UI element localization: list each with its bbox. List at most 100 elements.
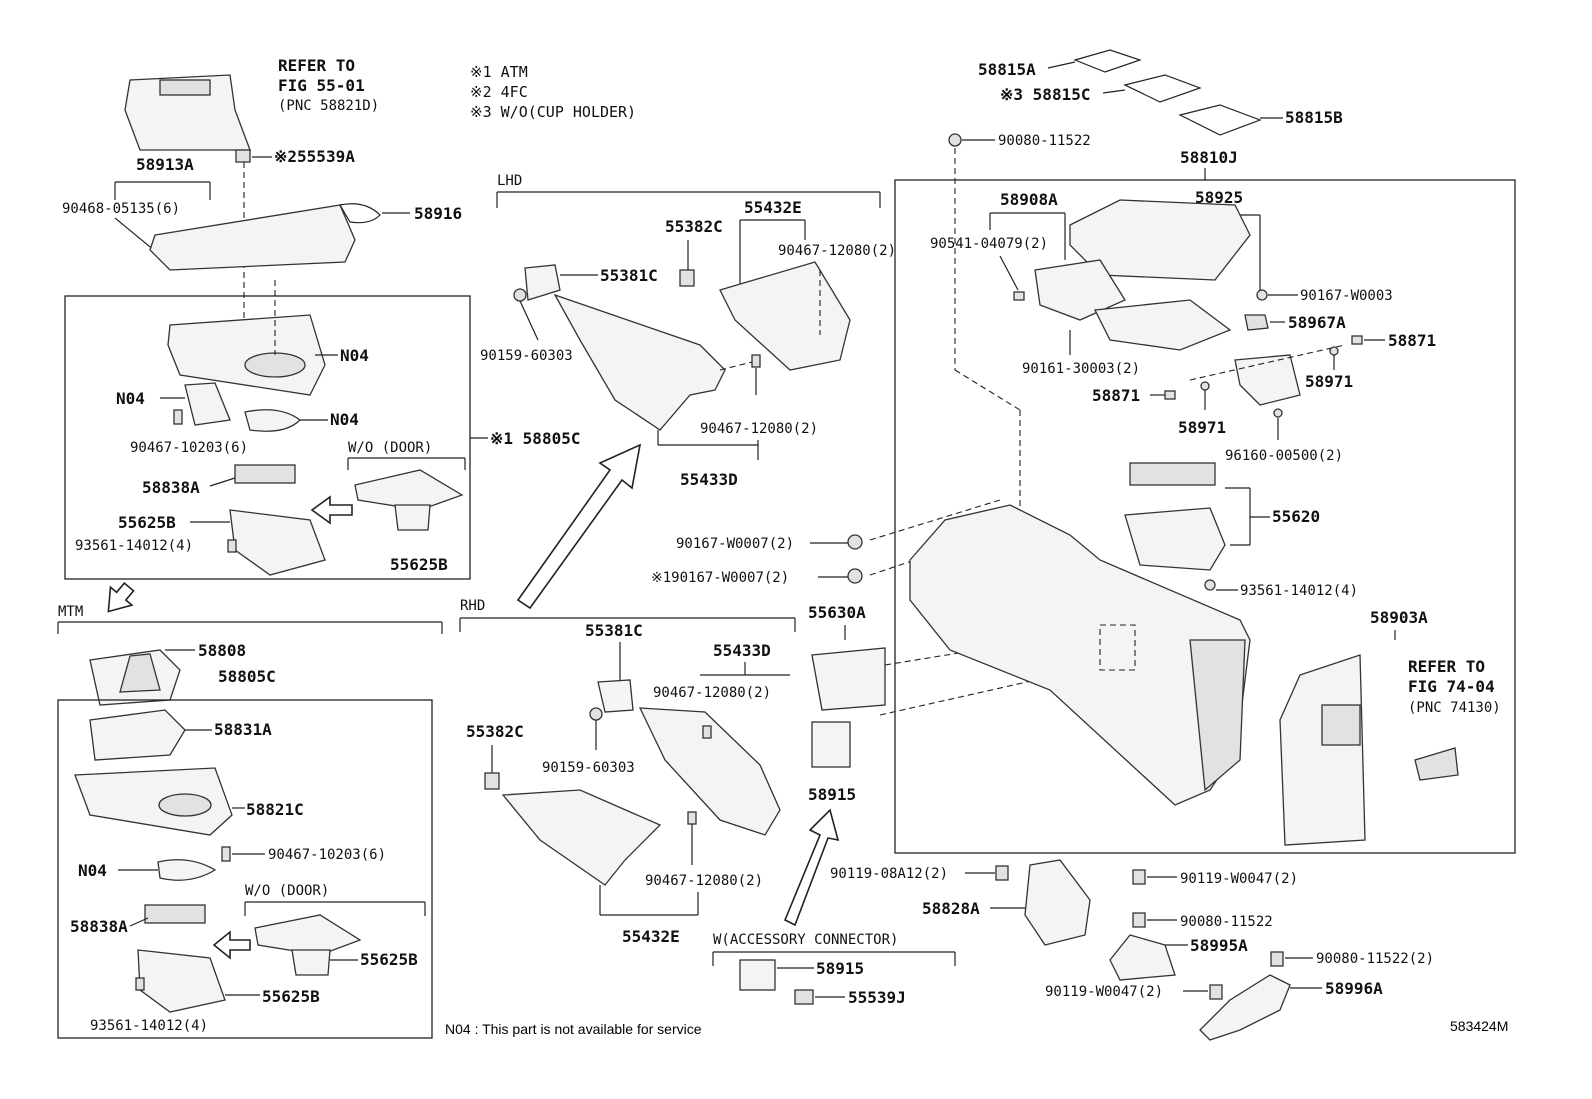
pin-58871-b [1164, 390, 1176, 400]
screw-90167-W0003 [1256, 289, 1268, 301]
refer-top-left-2: FIG 55-01 [278, 76, 365, 95]
console-side [1189, 639, 1246, 792]
screw-93561-b [135, 977, 145, 991]
bezel-hole [244, 352, 306, 378]
console-box-parts: 58908A 58925 90541-04079(2) 90167-W0003 … [909, 188, 1501, 846]
part-55433D-l: 55433D [680, 470, 738, 489]
console-cover-58913A [149, 204, 356, 271]
part-58915-b: 58915 [816, 959, 864, 978]
part-55432E-r: 55432E [622, 927, 680, 946]
label-rhd: RHD [460, 598, 485, 614]
insert-N04 [184, 382, 231, 426]
lid-58925 [1069, 199, 1251, 281]
cup-body [394, 504, 431, 531]
panel-55433D-l [553, 293, 726, 431]
ring-N04 [244, 409, 301, 432]
part-58828A: 58828A [922, 899, 980, 918]
part-90119-08A12: 90119-08A12(2) [830, 866, 948, 882]
part-58915-a: 58915 [808, 785, 856, 804]
legend-note-3: ※3 W/O(CUP HOLDER) [470, 103, 636, 121]
part-58967A: 58967A [1288, 313, 1346, 332]
refer-right-2: FIG 74-04 [1408, 677, 1495, 696]
arrow-to-lhd [516, 443, 642, 610]
latch-58967A [1244, 314, 1269, 331]
clip-90467-r1 [702, 725, 712, 739]
mat-58838A [234, 464, 296, 484]
label-mtm: MTM [58, 604, 83, 620]
panel-55432E-l [719, 261, 851, 371]
part-55381C-r: 55381C [585, 621, 643, 640]
mtm-box [57, 699, 433, 1039]
part-58838A-b: 58838A [70, 917, 128, 936]
screw-93561 [227, 539, 237, 553]
part-58996A: 58996A [1325, 979, 1383, 998]
part-58810J: 58810J [1180, 148, 1238, 167]
bracket-58828A [1024, 859, 1091, 946]
atm-group: N04 N04 90467-10203(6) N04 ※1 58805C W/O… [75, 280, 580, 576]
bolt-90159-b [589, 707, 603, 721]
part-N04-b: N04 [116, 389, 145, 408]
clip-55539A [235, 149, 251, 163]
part-55625B-c: 55625B [360, 950, 418, 969]
part-90467-12080-c: 90467-12080(2) [653, 685, 771, 701]
plate-58915-a [811, 721, 851, 768]
part-N04-d: N04 [78, 861, 107, 880]
lid-inner-58925 [1093, 299, 1232, 351]
bolt-90080-c [1270, 951, 1284, 967]
plate-58815A [1073, 49, 1142, 73]
clip-90467 [173, 409, 183, 425]
center-parts: 90167-W0007(2) ※190167-W0007(2) 55630A 5… [651, 499, 1126, 804]
panel-55433D-r [638, 707, 781, 836]
diagram-code: 583424M [1450, 1018, 1508, 1034]
cupholder-mtm [137, 949, 226, 1013]
part-90161: 90161-30003(2) [1022, 361, 1140, 377]
part-93561-a: 93561-14012(4) [75, 538, 193, 554]
legend: ※1 ATM ※2 4FC ※3 W/O(CUP HOLDER) [470, 63, 636, 121]
lock-unit [1234, 354, 1301, 406]
part-55539J: 55539J [848, 988, 906, 1007]
plate-58815C [1123, 74, 1202, 103]
part-58871-b: 58871 [1092, 386, 1140, 405]
screw-90541 [1013, 291, 1025, 301]
mat-55620 [1129, 462, 1216, 486]
legend-note-2: ※2 4FC [470, 83, 528, 101]
cupholder-top-mtm [254, 914, 362, 956]
part-58903A: 58903A [1370, 608, 1428, 627]
part-N04-c: N04 [330, 410, 359, 429]
bolt-90167-b [847, 568, 863, 584]
mtm-group: MTM 58808 58805C [57, 604, 443, 706]
bolt-90119-W0047-b [1209, 984, 1223, 1000]
part-90119-W0047-b: 90119-W0047(2) [1045, 984, 1163, 1000]
part-58831A: 58831A [214, 720, 272, 739]
mat-58838A-b [144, 904, 206, 924]
refer-top-left-1: REFER TO [278, 56, 355, 75]
part-90167-W0007-b: ※190167-W0007(2) [651, 570, 789, 586]
part-55381C-l: 55381C [600, 266, 658, 285]
arrow-left-mtm [212, 930, 251, 960]
part-90080-a: 90080-11522 [998, 133, 1091, 149]
ring-N04-mtm [157, 859, 217, 881]
bolt-90119-W0047-a [1132, 869, 1146, 885]
shift-bezel-atm [167, 314, 326, 396]
part-90159-a: 90159-60303 [480, 348, 573, 364]
top-right-plates: 58815A ※3 58815C 58815B 90080-11522 5881… [948, 49, 1343, 515]
part-96160: 96160-00500(2) [1225, 448, 1343, 464]
bezel-hole-mtm [158, 793, 212, 817]
panel-58903A [1279, 654, 1366, 846]
arrow-to-rhd-accessory [783, 808, 840, 927]
part-58925: 58925 [1195, 188, 1243, 207]
part-58821C: 58821C [246, 800, 304, 819]
accessory-group: W(ACCESSORY CONNECTOR) 58915 55539J [712, 932, 956, 1007]
panel-55432E-r [501, 789, 662, 886]
part-90080-b: 90080-11522 [1180, 914, 1273, 930]
part-N04-a: N04 [340, 346, 369, 365]
part-90159-b: 90159-60303 [542, 760, 635, 776]
ring-58831A [89, 709, 186, 761]
panel-58903A-window [1321, 704, 1361, 746]
part-90468: 90468-05135(6) [62, 201, 180, 217]
part-55625B-d: 55625B [262, 987, 320, 1006]
part-58815A: 58815A [978, 60, 1036, 79]
washer-58971-b [1200, 381, 1210, 391]
cupholder-top [354, 469, 464, 511]
